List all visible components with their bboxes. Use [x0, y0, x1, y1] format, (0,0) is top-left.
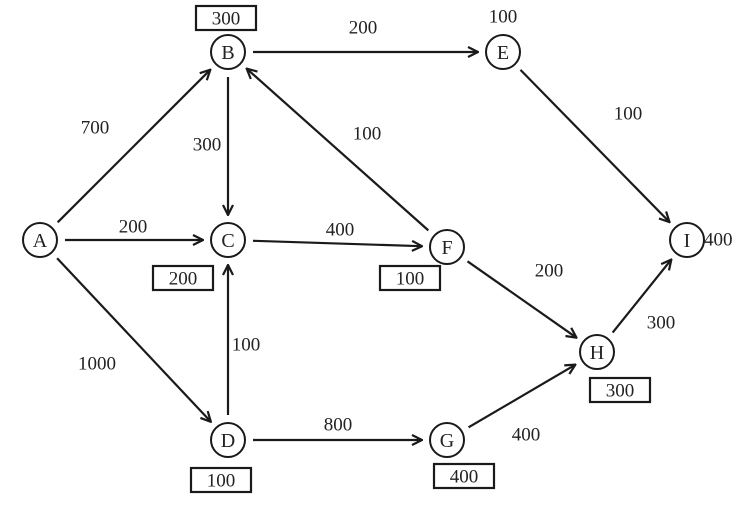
node-value: 300 [212, 9, 241, 30]
node-c: C 200 [151, 222, 246, 292]
edge-f-b [247, 69, 430, 232]
edge-label-b-e: 200 [349, 18, 378, 39]
edge-label-a-c: 200 [119, 217, 148, 238]
node-circle [22, 222, 58, 258]
value-box [189, 466, 253, 494]
node-label: A [33, 230, 48, 252]
node-b: B 300 [194, 4, 258, 70]
value-box [432, 462, 496, 490]
node-value: 400 [450, 467, 479, 488]
value-box [588, 376, 652, 404]
node-label: B [221, 42, 234, 64]
value-box [378, 264, 442, 292]
edge-h-i [611, 259, 672, 334]
node-label: E [497, 42, 509, 64]
edge-e-i [519, 69, 669, 222]
node-g: G 400 [429, 422, 496, 490]
edge-f-h [466, 260, 576, 337]
edge-a-b [56, 70, 211, 224]
node-d: D 100 [189, 422, 253, 494]
node-circle [210, 222, 246, 258]
node-label: D [221, 430, 235, 452]
node-value: 300 [606, 381, 635, 402]
edge-label-e-i: 100 [614, 104, 643, 125]
node-value: 400 [704, 230, 733, 251]
node-circle [210, 422, 246, 458]
edge-label-a-d: 1000 [78, 354, 116, 375]
node-value: 100 [396, 269, 425, 290]
value-box [194, 4, 258, 32]
node-label: C [221, 230, 234, 252]
edge-label-g-h: 400 [512, 425, 541, 446]
edge-label-d-g: 800 [324, 415, 353, 436]
node-label: G [440, 430, 454, 452]
node-circle [669, 222, 705, 258]
node-label: F [441, 237, 452, 259]
edge-label-c-f: 400 [326, 220, 355, 241]
node-circle [579, 334, 615, 370]
node-circle [210, 34, 246, 70]
edge-label-h-i: 300 [647, 313, 676, 334]
node-e: E 100 [485, 7, 521, 70]
edge-label-d-c: 100 [232, 335, 261, 356]
edges-layer: 700 200 1000 300 200 400 100 800 100 100 200 400 300 [56, 18, 676, 446]
node-circle [485, 34, 521, 70]
node-value: 200 [169, 269, 198, 290]
node-label: H [590, 342, 604, 364]
node-circle [429, 229, 465, 265]
edge-label-f-h: 200 [535, 261, 564, 282]
edge-a-d [56, 257, 211, 422]
node-circle [429, 422, 465, 458]
node-f: F 100 [378, 229, 465, 292]
node-i: I 400 [669, 222, 733, 258]
node-a: A [22, 222, 58, 258]
value-box [151, 264, 215, 292]
node-value: 100 [489, 7, 518, 28]
edge-label-f-b: 100 [353, 124, 382, 145]
node-label: I [684, 230, 691, 252]
node-value: 100 [207, 471, 236, 492]
edge-label-a-b: 700 [81, 118, 110, 139]
edge-g-h [468, 365, 576, 429]
edge-label-b-c: 300 [193, 135, 222, 156]
edge-c-f [252, 239, 422, 246]
